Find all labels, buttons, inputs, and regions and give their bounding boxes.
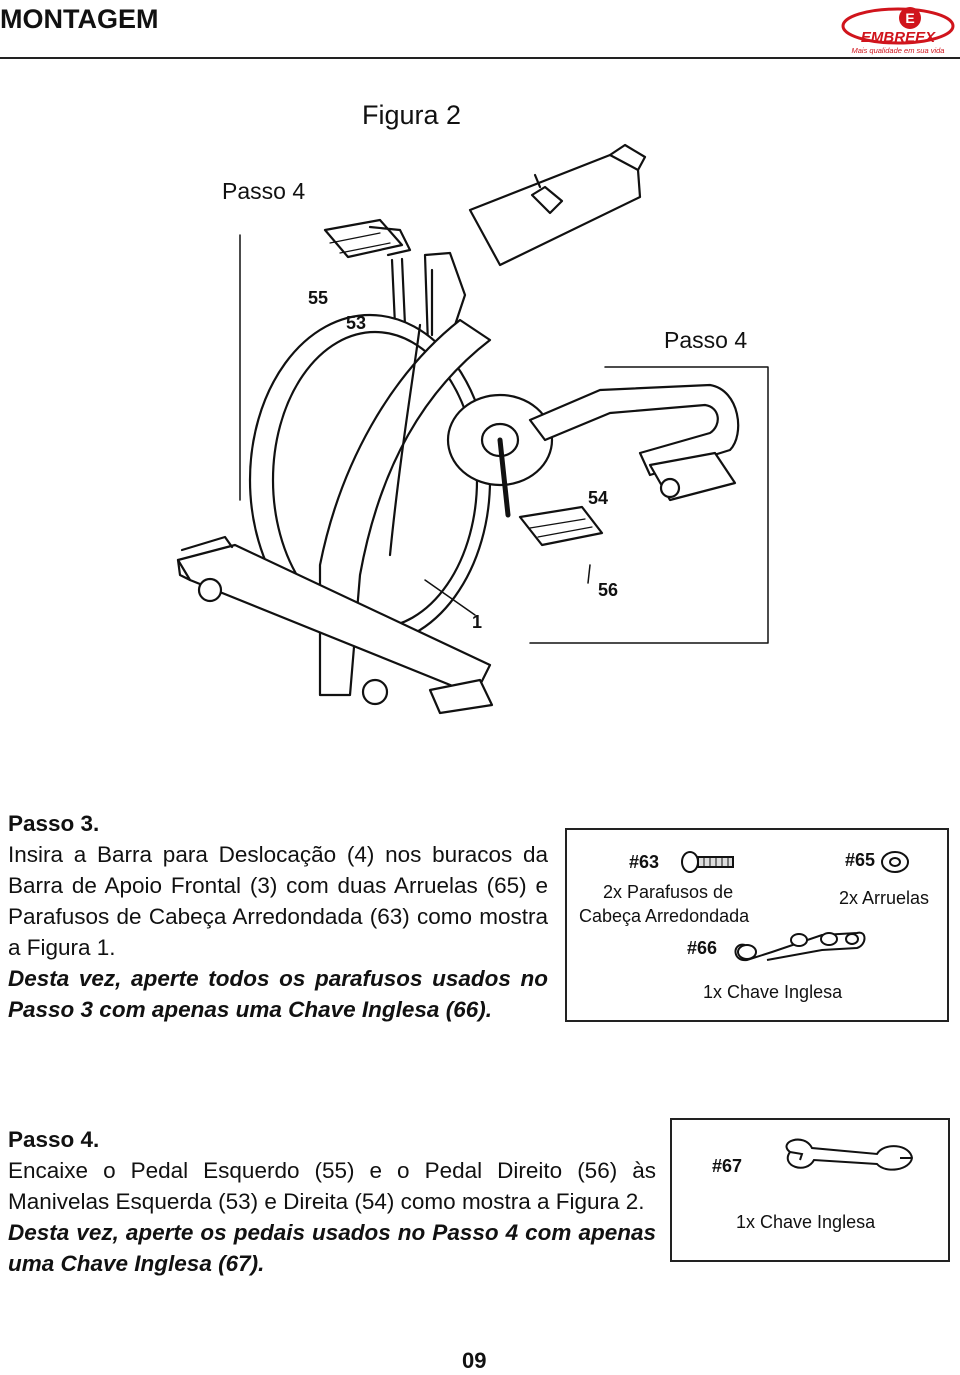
part-label-56: 56 bbox=[598, 580, 619, 600]
wrench-icon-67 bbox=[785, 1138, 914, 1171]
step3-heading: Passo 3. bbox=[8, 811, 100, 836]
svg-text:E: E bbox=[905, 10, 914, 26]
brand-tagline: Mais qualidade em sua vida bbox=[852, 46, 945, 55]
step4-body: Encaixe o Pedal Esquerdo (55) e o Pedal … bbox=[8, 1158, 656, 1214]
wrench-caption-67: 1x Chave Inglesa bbox=[736, 1212, 876, 1232]
right-pedal bbox=[518, 505, 604, 547]
step3-emphasis: Desta vez, aperte todos os parafusos usa… bbox=[8, 966, 548, 1022]
page-number: 09 bbox=[462, 1348, 487, 1373]
washer-code: #65 bbox=[845, 850, 876, 870]
part-label-55: 55 bbox=[308, 288, 329, 308]
washer-icon bbox=[881, 851, 909, 873]
page-header-title: MONTAGEM bbox=[0, 4, 159, 34]
step3-section: Passo 3. Insira a Barra para Deslocação … bbox=[8, 808, 548, 1025]
left-pedal bbox=[323, 218, 412, 327]
step-label-right: Passo 4 bbox=[664, 327, 748, 353]
exercise-bike-diagram bbox=[170, 135, 820, 715]
header-divider bbox=[0, 57, 960, 59]
wrench-caption-66: 1x Chave Inglesa bbox=[703, 982, 843, 1002]
step4-heading: Passo 4. bbox=[8, 1127, 100, 1152]
bolt-icon bbox=[681, 851, 734, 873]
wrench-code-66: #66 bbox=[687, 938, 718, 958]
bolt-code: #63 bbox=[629, 852, 660, 872]
wrench-code-67: #67 bbox=[712, 1156, 743, 1176]
step-label-left: Passo 4 bbox=[222, 178, 306, 204]
brand-logo: E EMBREEX Mais qualidade em sua vida bbox=[840, 4, 960, 56]
step4-emphasis: Desta vez, aperte os pedais usados no Pa… bbox=[8, 1220, 656, 1276]
parts-box-step3: #63 2x Parafusos de Cabeça Arredondada #… bbox=[565, 828, 949, 1022]
washer-caption: 2x Arruelas bbox=[839, 888, 930, 908]
bolt-caption-line2: Cabeça Arredondada bbox=[579, 906, 750, 926]
figure-title: Figura 2 bbox=[362, 100, 462, 130]
brand-name: EMBREEX bbox=[861, 29, 936, 46]
part-label-1: 1 bbox=[472, 612, 483, 632]
part-label-54: 54 bbox=[588, 488, 609, 508]
wrench-icon-66 bbox=[734, 931, 866, 962]
bolt-caption-line1: 2x Parafusos de bbox=[603, 882, 734, 902]
parts-box-step4: #67 1x Chave Inglesa bbox=[670, 1118, 950, 1262]
part-label-53: 53 bbox=[346, 313, 367, 333]
step4-section: Passo 4. Encaixe o Pedal Esquerdo (55) e… bbox=[8, 1124, 656, 1279]
step3-body: Insira a Barra para Deslocação (4) nos b… bbox=[8, 842, 548, 960]
